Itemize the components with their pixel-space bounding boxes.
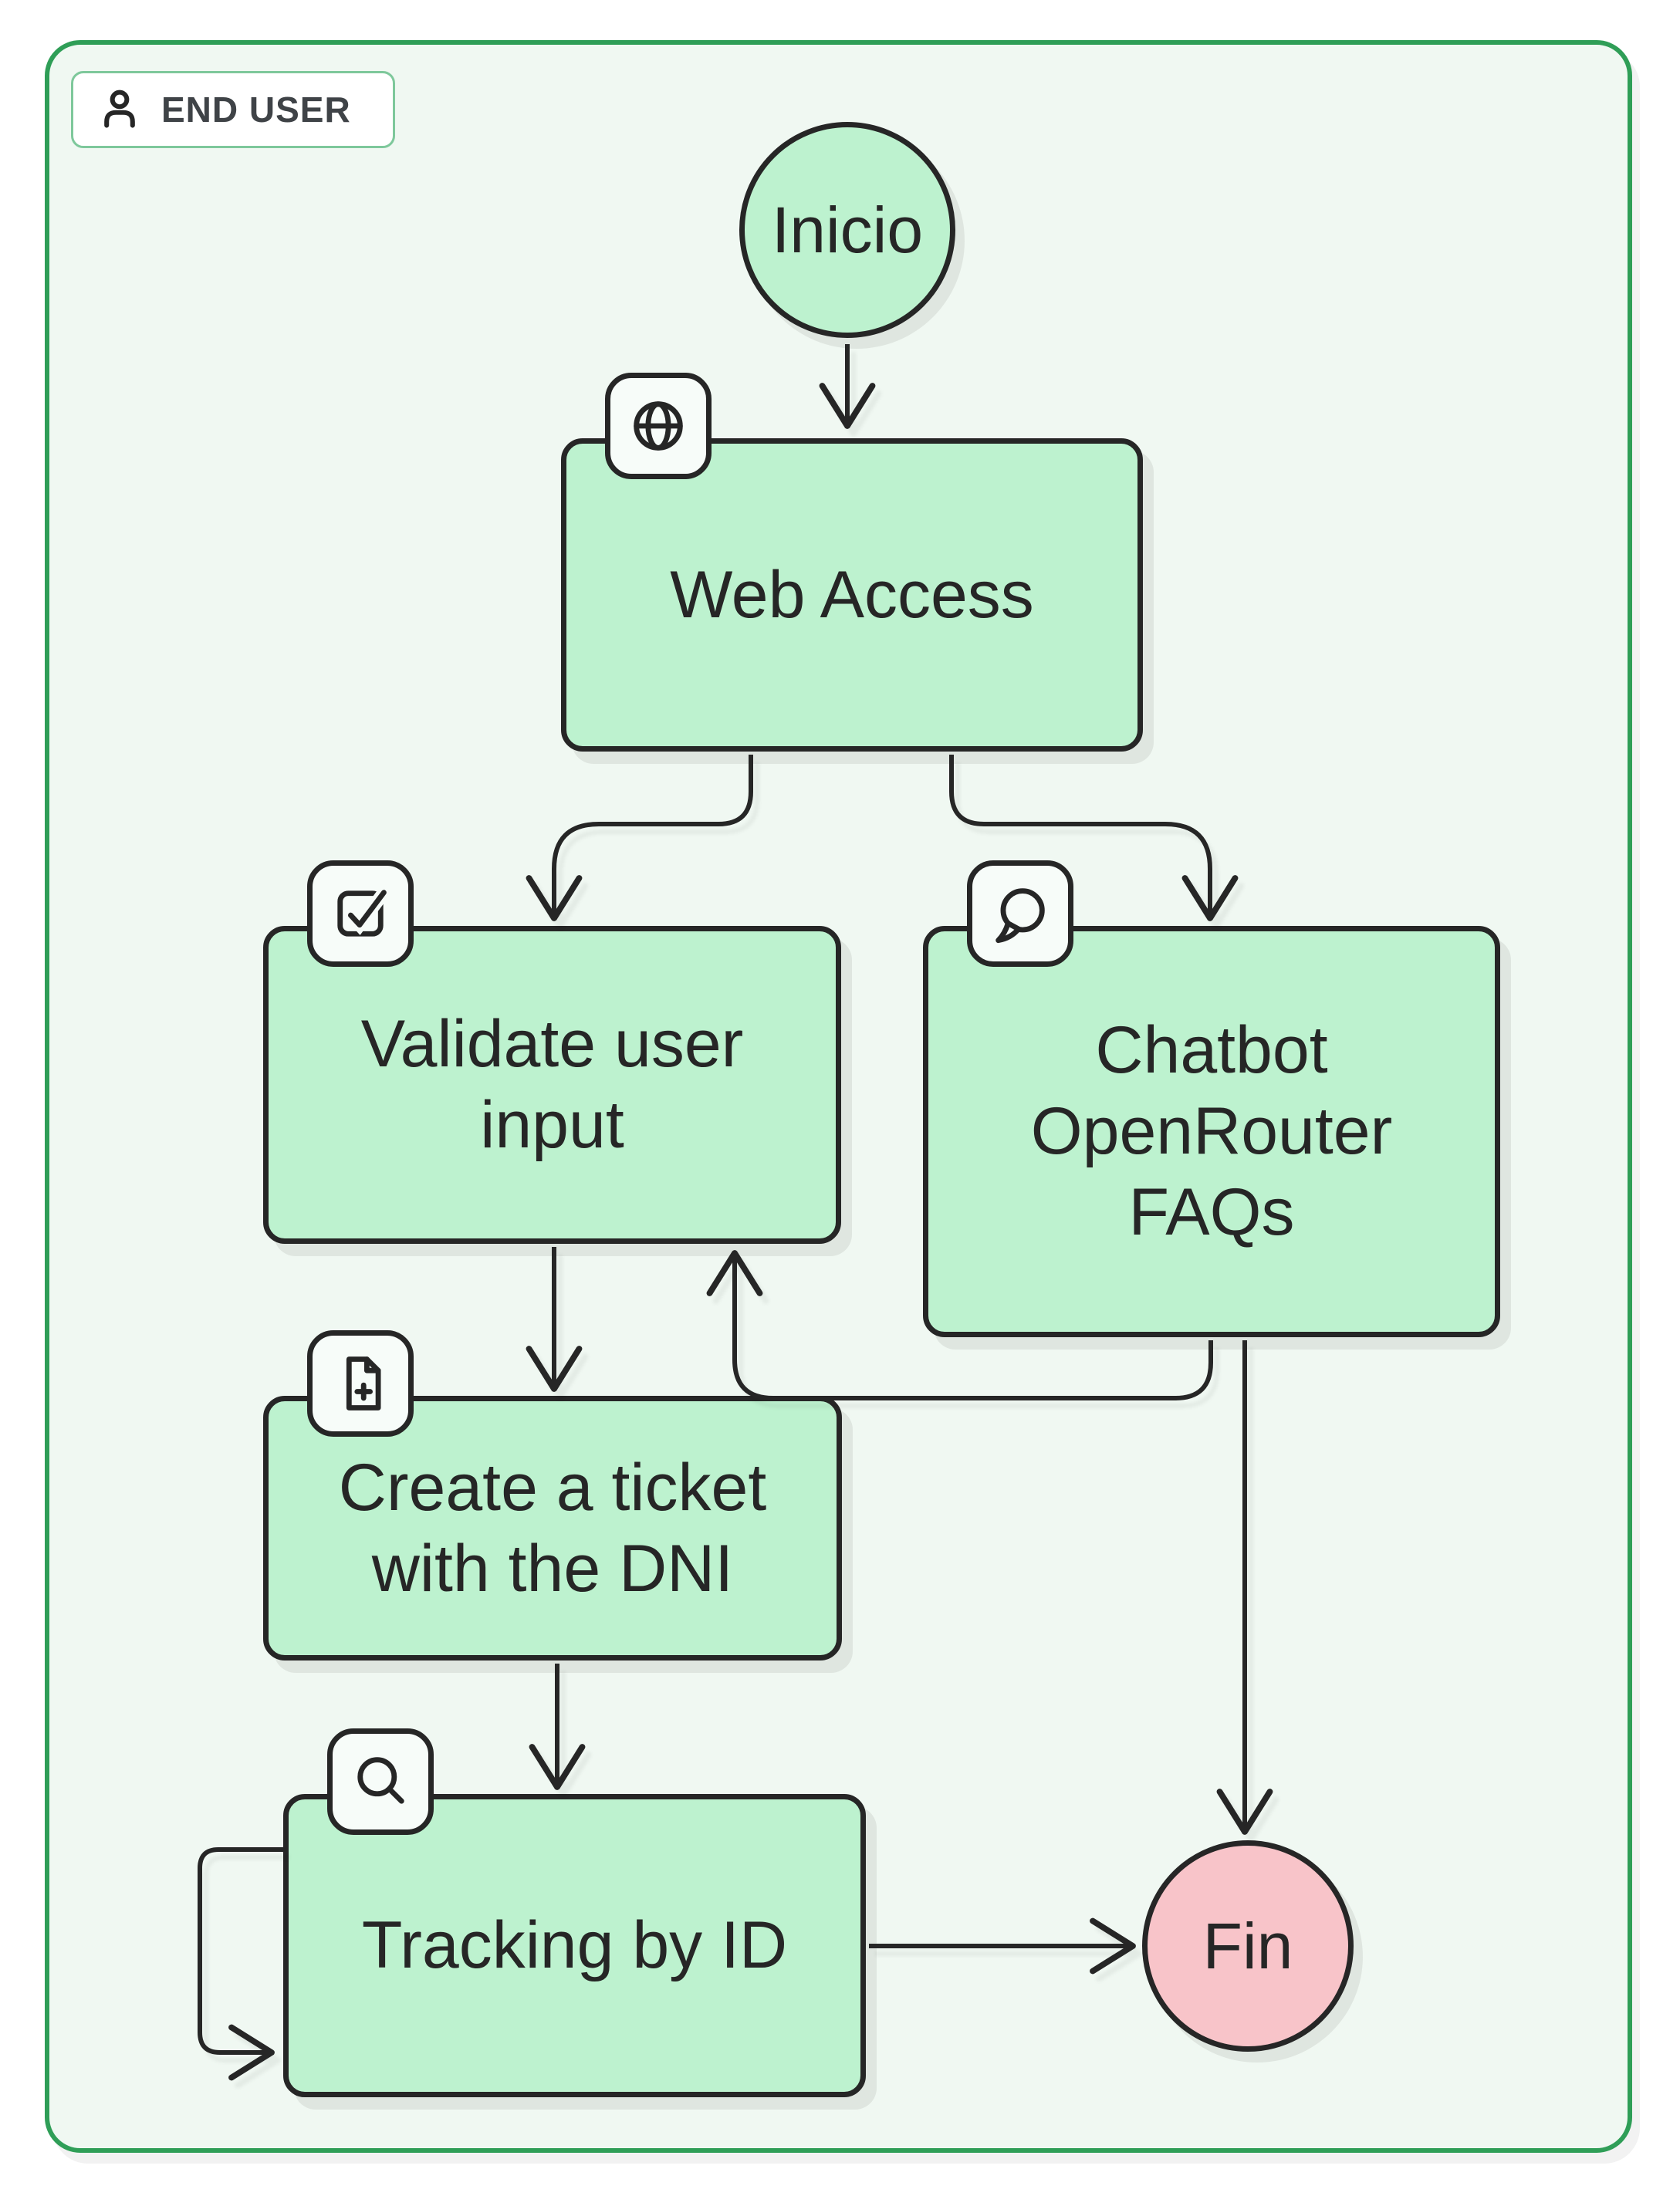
lane-label: END USER: [161, 90, 351, 130]
task-node-label: Create a ticket with the DNI: [338, 1450, 767, 1606]
task-node-chatbot-openrouter-faqs: Chatbot OpenRouter FAQs: [923, 860, 1500, 1337]
globe-icon: [605, 373, 712, 479]
task-node-label: Chatbot OpenRouter FAQs: [1030, 1013, 1393, 1249]
start-node-inicio: Inicio: [739, 122, 955, 338]
person-icon: [104, 90, 135, 128]
chat-bubble-icon: [967, 860, 1073, 967]
task-node-create-ticket-dni: Create a ticket with the DNI: [263, 1330, 842, 1661]
task-node-validate-user-input: Validate user input: [263, 860, 841, 1244]
file-plus-icon: [307, 1330, 414, 1437]
task-node-label: Validate user input: [360, 1007, 744, 1162]
magnifier-icon: [327, 1728, 434, 1835]
task-node-web-access: Web Access: [561, 373, 1143, 752]
task-node-label: Web Access: [670, 557, 1034, 632]
task-node-label: Tracking by ID: [361, 1908, 788, 1983]
start-node-label: Inicio: [771, 193, 924, 266]
checkbox-icon: [307, 860, 414, 967]
end-node-fin: Fin: [1142, 1840, 1354, 2052]
lane-header-end-user: END USER: [71, 71, 395, 148]
task-node-tracking-by-id: Tracking by ID: [283, 1728, 866, 2097]
end-node-label: Fin: [1202, 1909, 1293, 1982]
